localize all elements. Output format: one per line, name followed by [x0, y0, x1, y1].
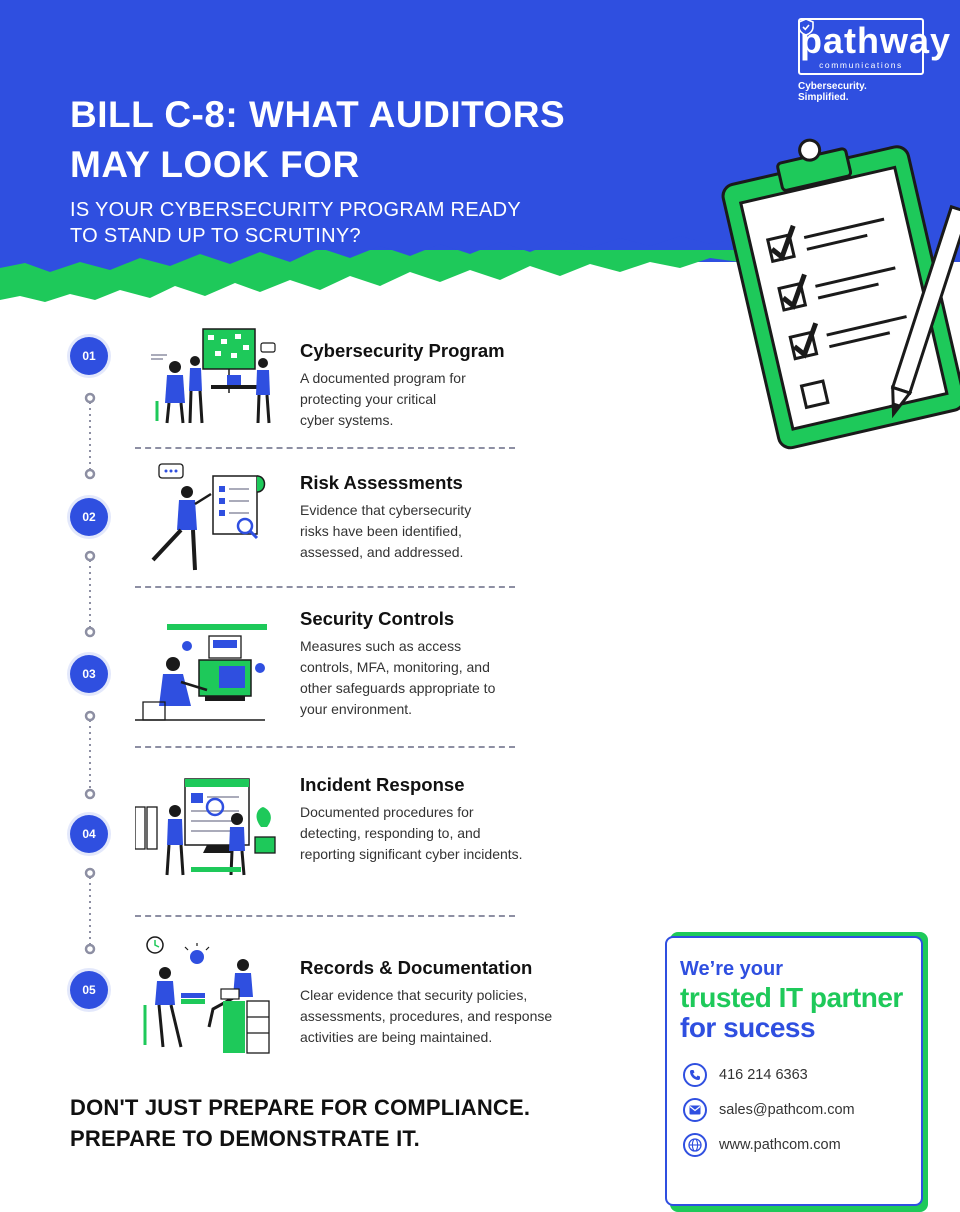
footer-line-1: DON'T JUST PREPARE FOR COMPLIANCE.: [70, 1095, 531, 1120]
contact-card: We’re your trusted IT partner for sucess…: [665, 936, 923, 1206]
phone-number[interactable]: 416 214 6363: [719, 1067, 808, 1083]
divider-4: [135, 915, 515, 917]
step-title-05: Records & Documentation: [300, 957, 533, 978]
card-heading-1: We’re your: [680, 958, 783, 980]
step-title-03: Security Controls: [300, 608, 455, 629]
email-icon: [683, 1098, 707, 1122]
hero-background: [0, 0, 960, 302]
footer-cta: DON'T JUST PREPARE FOR COMPLIANCE. PREPA…: [70, 1092, 590, 1154]
phone-icon: [683, 1063, 707, 1087]
team-meeting-illustration: [145, 325, 280, 430]
step-desc-03: Measures such as access controls, MFA, m…: [300, 638, 496, 717]
contact-phone[interactable]: 416 214 6363: [683, 1063, 808, 1087]
logo-tagline: Cybersecurity. Simplified.: [798, 18, 924, 103]
footer-line-2: PREPARE TO DEMONSTRATE IT.: [70, 1126, 420, 1151]
risk-assessment-illustration: [145, 462, 280, 579]
logo-sub: communications: [819, 60, 903, 70]
records-illustration: [135, 935, 275, 1060]
page-subtitle: IS YOUR CYBERSECURITY PROGRAM READY TO S…: [70, 199, 521, 247]
step-badge-05: 05: [70, 971, 108, 1009]
hero-banner: BILL C-8: WHAT AUDITORS MAY LOOK FOR IS …: [0, 0, 960, 310]
page-title: BILL C-8: WHAT AUDITORS MAY LOOK FOR: [70, 94, 566, 185]
clipboard-icon: [720, 135, 960, 460]
logo-word: pathway: [800, 20, 952, 61]
divider-2: [135, 586, 515, 588]
step-desc-02: Evidence that cybersecurity risks have b…: [300, 502, 472, 560]
pathway-logo: pathway communications Cybersecurity. Si…: [798, 18, 952, 103]
divider-1: [135, 447, 515, 449]
website-url[interactable]: www.pathcom.com: [719, 1137, 841, 1153]
timeline-connector: [84, 392, 96, 955]
step-desc-01: A documented program for protecting your…: [300, 370, 466, 428]
globe-icon: [683, 1133, 707, 1157]
contact-website[interactable]: www.pathcom.com: [683, 1133, 841, 1157]
step-title-04: Incident Response: [300, 774, 465, 795]
email-address[interactable]: sales@pathcom.com: [719, 1102, 855, 1118]
divider-3: [135, 746, 515, 748]
security-controls-illustration: [135, 620, 270, 730]
step-title-01: Cybersecurity Program: [300, 340, 505, 361]
card-heading-2: trusted IT partner: [680, 982, 903, 1013]
logo-box: pathway communications: [798, 18, 952, 75]
step-desc-04: Documented procedures for detecting, res…: [300, 804, 523, 862]
card-heading-3: for sucess: [680, 1012, 816, 1043]
step-badge-04: 04: [70, 815, 108, 853]
incident-response-illustration: [134, 775, 280, 885]
step-desc-05: Clear evidence that security policies, a…: [300, 987, 553, 1045]
tagline-text: Cybersecurity. Simplified.: [798, 81, 867, 103]
contact-email[interactable]: sales@pathcom.com: [683, 1098, 855, 1122]
step-badge-02: 02: [70, 498, 108, 536]
step-badge-01: 01: [70, 337, 108, 375]
step-badge-03: 03: [70, 655, 108, 693]
step-title-02: Risk Assessments: [300, 472, 463, 493]
